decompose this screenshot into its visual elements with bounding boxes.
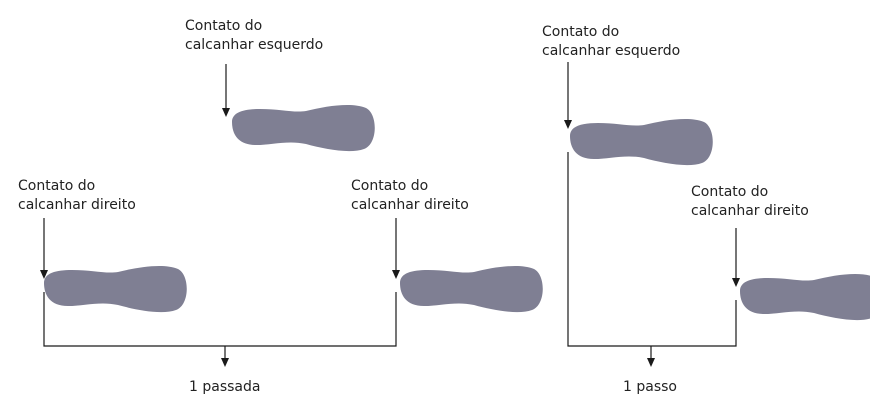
step-left-footprint bbox=[570, 118, 713, 166]
left-heel-arrowhead bbox=[222, 108, 230, 117]
right-footprint-first bbox=[44, 265, 187, 313]
right-footprint-second bbox=[400, 265, 543, 313]
right-heel-contact-label-first: Contato do calcanhar direito bbox=[18, 177, 136, 215]
right-heel-contact-label-first-line2: calcanhar direito bbox=[18, 197, 136, 213]
right-heel-contact-label-second: Contato do calcanhar direito bbox=[351, 177, 469, 215]
step-measure-label: 1 passo bbox=[623, 379, 677, 395]
step-left-heel-arrowhead bbox=[564, 120, 572, 129]
left-heel-contact-label-line1: Contato do bbox=[185, 18, 263, 34]
step-right-footprint bbox=[740, 273, 870, 321]
step-left-heel-contact-label-line1: Contato do bbox=[542, 24, 620, 40]
left-heel-contact-label-line2: calcanhar esquerdo bbox=[185, 37, 324, 53]
step-left-heel-contact-label: Contato do calcanhar esquerdo bbox=[542, 23, 680, 61]
step-right-heel-contact-label-line2: calcanhar direito bbox=[691, 203, 809, 219]
right-heel-contact-label-second-line2: calcanhar direito bbox=[351, 197, 469, 213]
step-right-heel-arrowhead bbox=[732, 278, 740, 287]
step-right-heel-contact-label-line1: Contato do bbox=[691, 184, 769, 200]
step-left-heel-contact-label-line2: calcanhar esquerdo bbox=[542, 43, 681, 59]
stride-pointer-arrowhead bbox=[221, 358, 229, 367]
right-heel-arrowhead-first bbox=[40, 270, 48, 279]
right-heel-arrowhead-second bbox=[392, 270, 400, 279]
step-bracket bbox=[567, 152, 737, 347]
right-heel-contact-label-second-line1: Contato do bbox=[351, 178, 429, 194]
left-heel-contact-label: Contato do calcanhar esquerdo bbox=[185, 17, 323, 55]
left-footprint bbox=[232, 104, 375, 152]
step-right-heel-contact-label: Contato do calcanhar direito bbox=[691, 183, 809, 221]
right-heel-contact-label-first-line1: Contato do bbox=[18, 178, 96, 194]
stride-bracket bbox=[43, 292, 397, 347]
stride-measure-label: 1 passada bbox=[189, 379, 261, 395]
step-pointer-arrowhead bbox=[647, 358, 655, 367]
